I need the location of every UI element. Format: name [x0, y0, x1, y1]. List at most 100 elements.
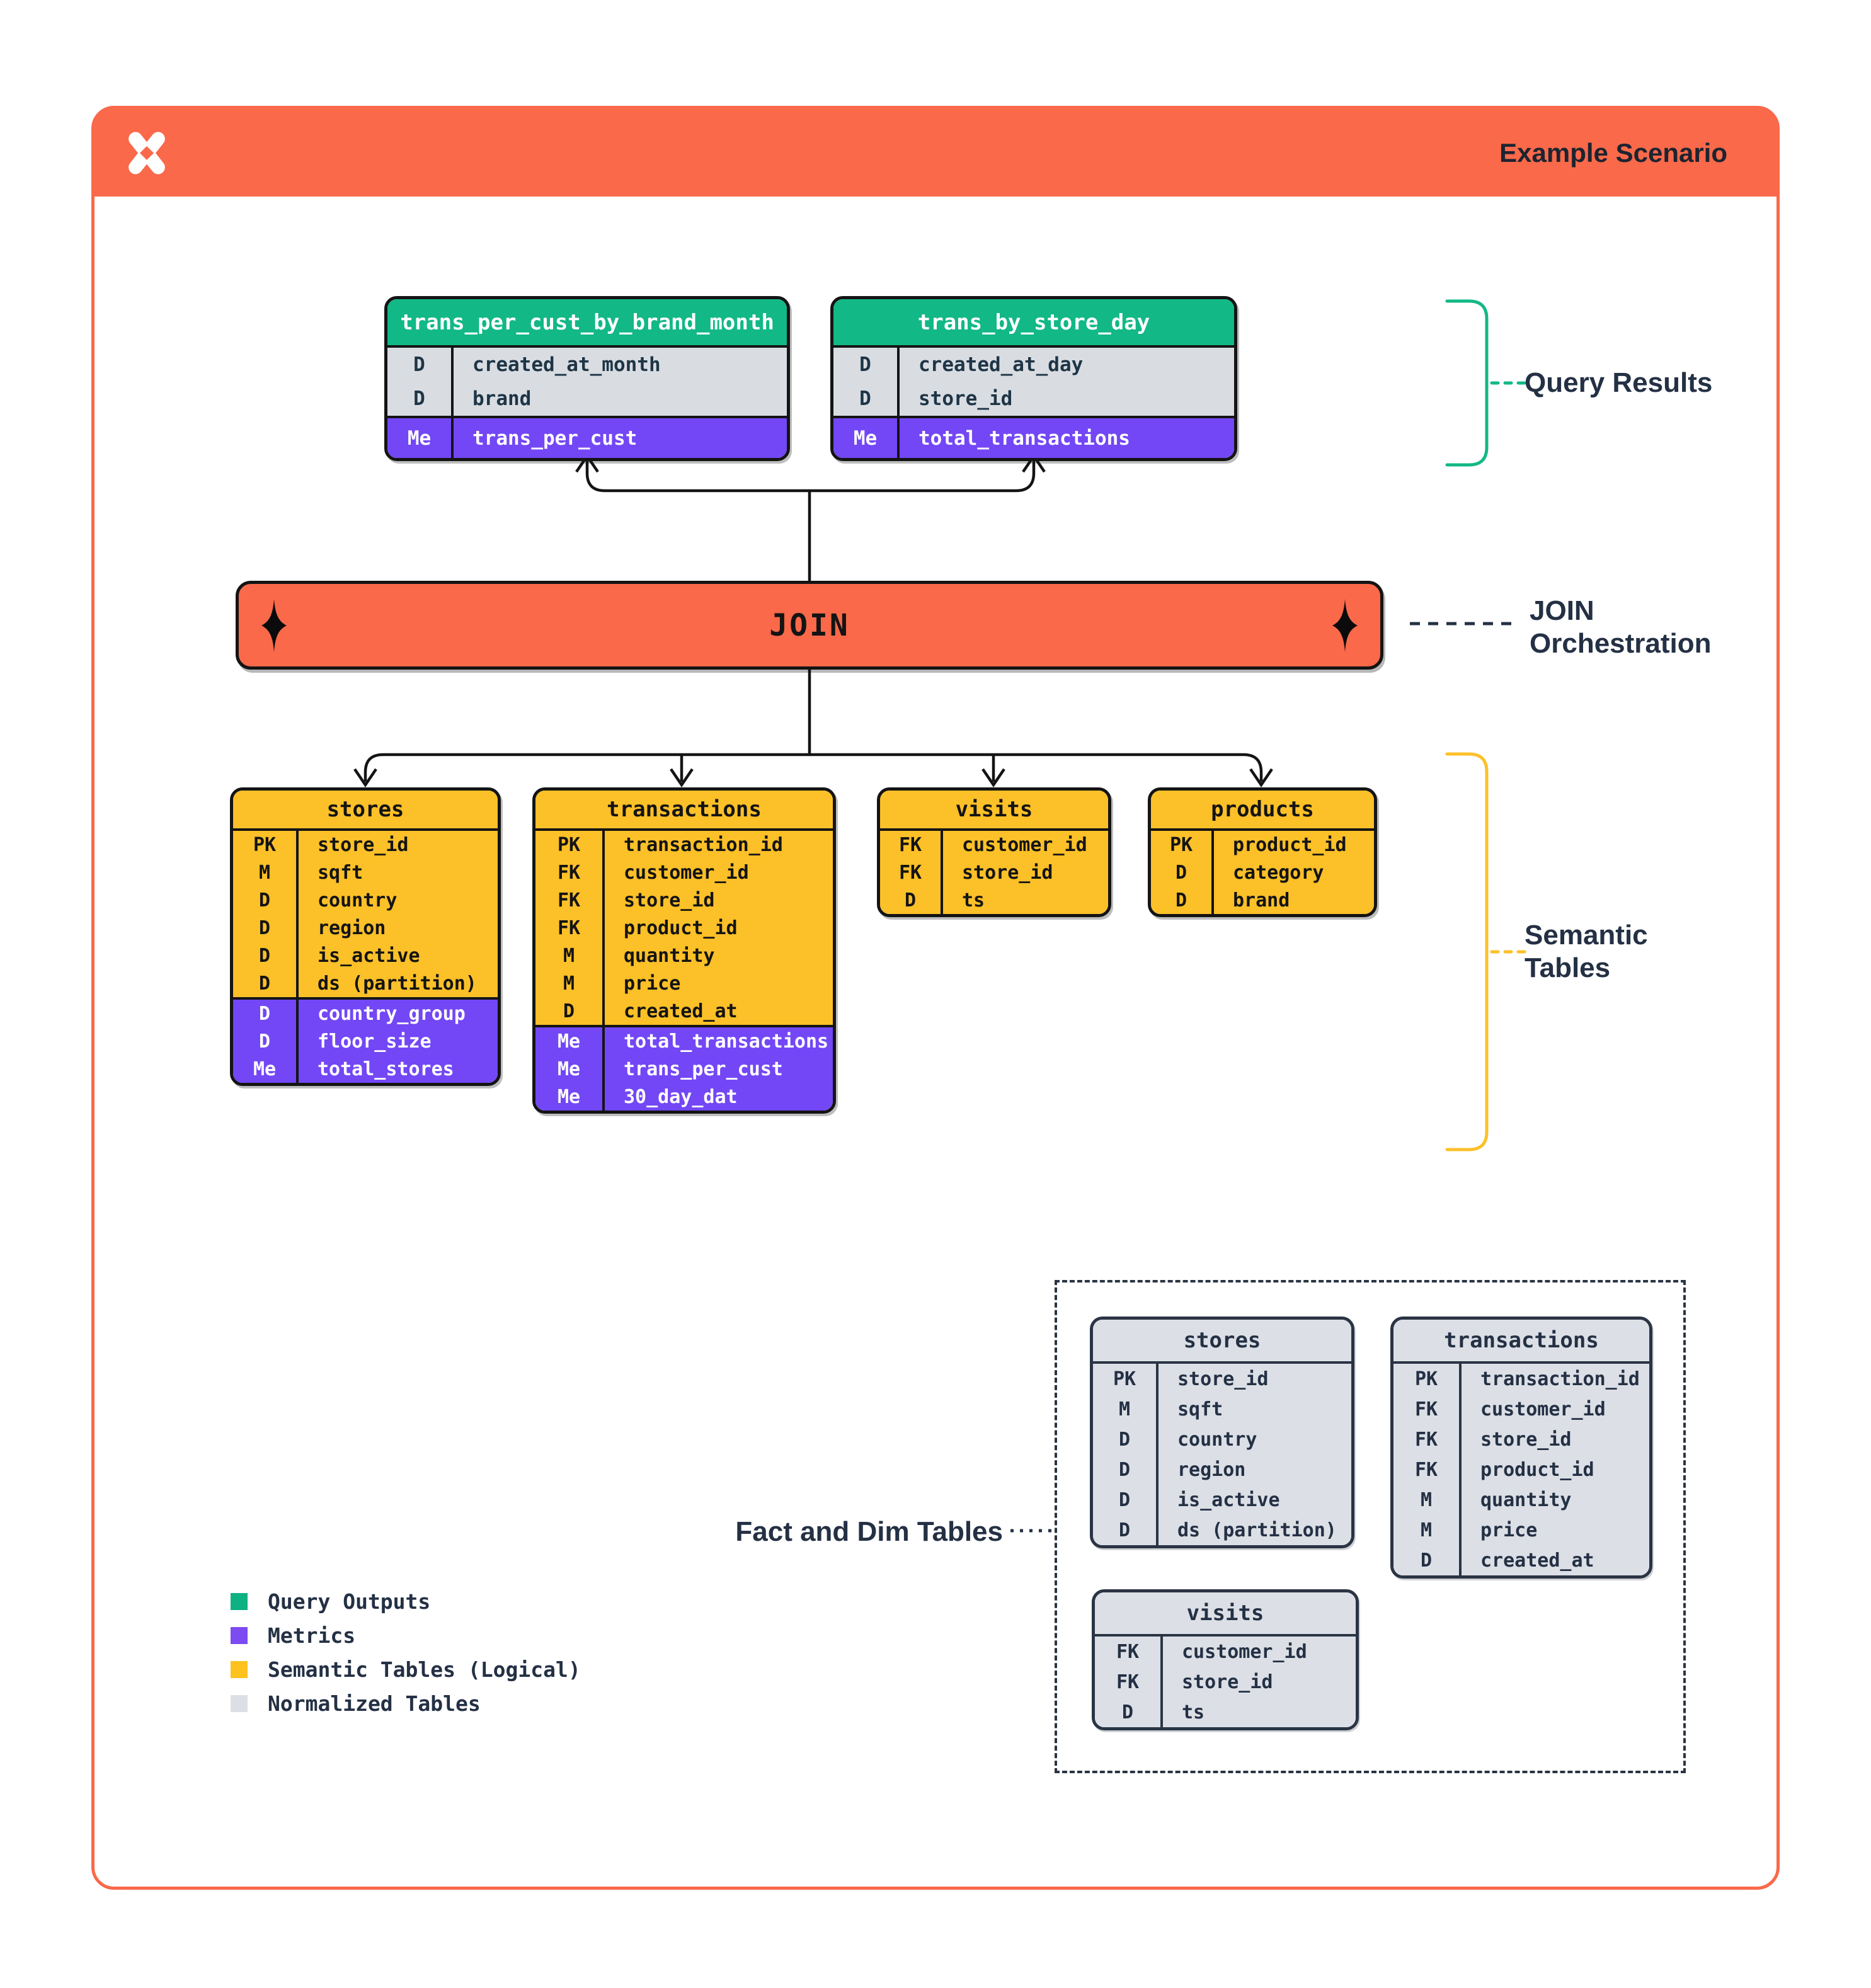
- row-field: ts: [962, 889, 985, 911]
- row-field: product_id: [1233, 833, 1347, 856]
- row-key: D: [1118, 1428, 1131, 1451]
- row-key: D: [1118, 1458, 1131, 1481]
- row-field: transaction_id: [624, 833, 783, 856]
- row-field: trans_per_cust: [472, 426, 638, 450]
- row-key: D: [1121, 1701, 1134, 1723]
- row-field: product_id: [624, 917, 738, 939]
- label-query-results: Query Results: [1525, 367, 1713, 398]
- row-field: store_id: [962, 861, 1053, 884]
- column-divider: [1211, 831, 1214, 914]
- row-key: PK: [1414, 1368, 1438, 1390]
- row-field: region: [1177, 1458, 1246, 1481]
- row-key: PK: [1113, 1368, 1136, 1390]
- diamond-icon: [1332, 598, 1358, 652]
- row-key: Me: [253, 1058, 277, 1080]
- row-key: Me: [407, 426, 432, 450]
- row-field: store_id: [1480, 1428, 1572, 1451]
- row-key: M: [563, 972, 575, 995]
- table-title: stores: [1093, 1320, 1351, 1364]
- row-field: store_id: [1182, 1671, 1273, 1693]
- row-key: D: [859, 387, 871, 410]
- legend-swatch: [231, 1695, 248, 1712]
- row-field: total_transactions: [918, 426, 1130, 450]
- row-field: customer_id: [962, 833, 1087, 856]
- row-field: price: [1480, 1519, 1538, 1541]
- row-key: D: [1118, 1519, 1131, 1541]
- row-key: D: [258, 944, 271, 967]
- legend-item: Semantic Tables (Logical): [231, 1657, 581, 1682]
- join-bar: JOIN: [236, 581, 1383, 670]
- row-field: ds (partition): [1177, 1519, 1337, 1541]
- row-key: D: [258, 917, 271, 939]
- row-field: ds (partition): [318, 972, 477, 995]
- table-title: trans_by_store_day: [833, 299, 1234, 348]
- row-key: FK: [1414, 1398, 1438, 1420]
- row-key: D: [258, 889, 271, 911]
- row-field: ts: [1182, 1701, 1205, 1723]
- row-key: M: [258, 861, 271, 884]
- table-title: visits: [880, 791, 1108, 831]
- card-header: Example Scenario: [94, 109, 1777, 197]
- column-divider: [1160, 1637, 1163, 1727]
- table-title: products: [1151, 791, 1374, 831]
- row-key: D: [1175, 889, 1187, 911]
- column-divider: [296, 831, 299, 1083]
- row-field: created_at: [624, 1000, 738, 1022]
- row-field: country_group: [318, 1002, 466, 1025]
- row-key: Me: [557, 1058, 581, 1080]
- table-title: transactions: [1393, 1320, 1649, 1364]
- row-key: FK: [1414, 1458, 1438, 1481]
- diamond-icon: [261, 598, 287, 652]
- row-field: brand: [472, 387, 532, 410]
- legend-label: Metrics: [268, 1623, 356, 1648]
- legend-item: Metrics: [231, 1623, 581, 1648]
- legend-item: Normalized Tables: [231, 1691, 581, 1716]
- row-key: PK: [1169, 833, 1193, 856]
- table-row: PK product_id: [1151, 831, 1374, 859]
- legend-label: Semantic Tables (Logical): [268, 1657, 581, 1682]
- row-field: created_at_month: [472, 353, 661, 376]
- legend-swatch: [231, 1593, 248, 1610]
- column-divider: [1459, 1364, 1462, 1575]
- row-field: is_active: [318, 944, 420, 967]
- row-key: D: [563, 1000, 575, 1022]
- row-field: quantity: [1480, 1488, 1572, 1511]
- row-key: FK: [557, 917, 581, 939]
- row-key: FK: [1116, 1640, 1140, 1663]
- row-key: D: [1118, 1488, 1131, 1511]
- row-key: D: [258, 1002, 271, 1025]
- row-field: store_id: [918, 387, 1013, 410]
- row-key: FK: [557, 889, 581, 911]
